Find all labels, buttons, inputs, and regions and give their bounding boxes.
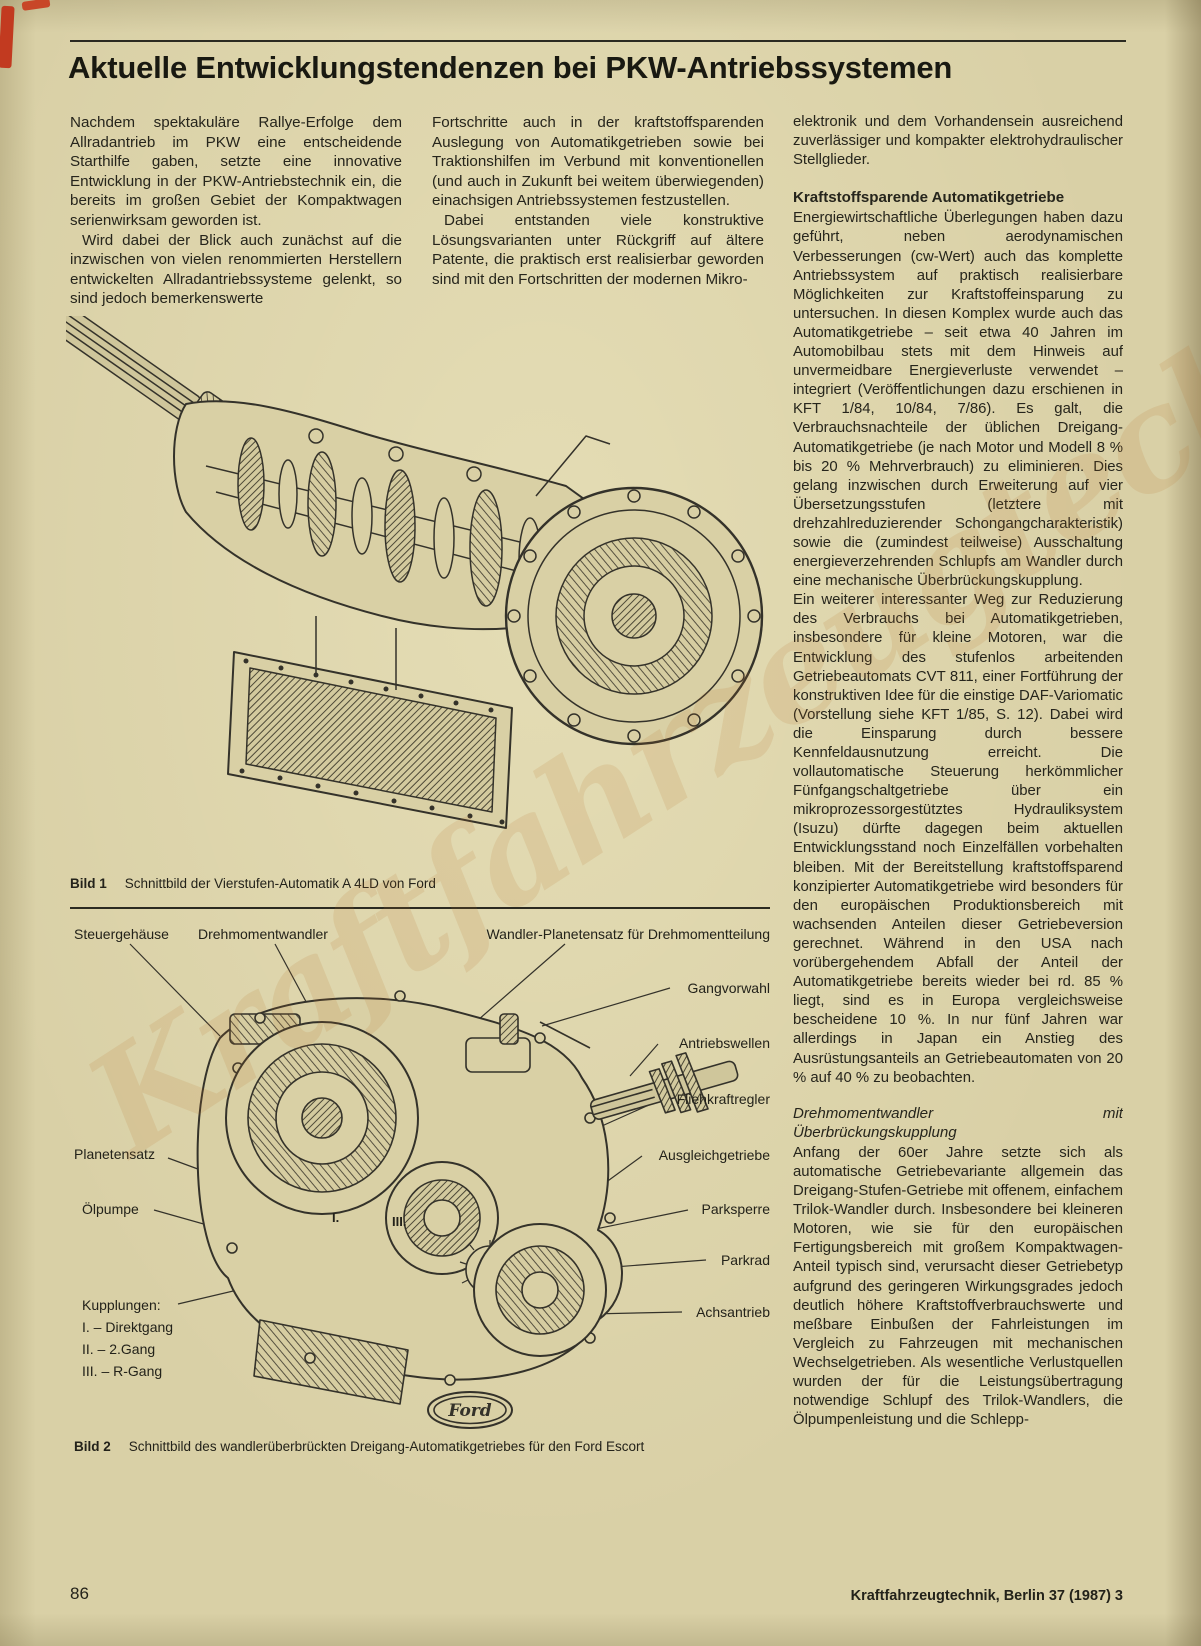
figure-label-fliehkraftregler: Fliehkraftregler	[676, 1091, 770, 1107]
page-number: 86	[70, 1584, 89, 1603]
transaxle-cutaway-illustration: Ford	[129, 943, 739, 1429]
paragraph: Nachdem spektakuläre Rallye-Erfolge dem …	[70, 114, 402, 229]
gear-train	[173, 400, 615, 631]
transmission-cutaway-illustration	[23, 283, 764, 829]
paragraph: Dabei entstanden viele konstruktive Lösu…	[432, 211, 764, 288]
paragraph: Anfang der 60er Jahre setzte sich als au…	[793, 1144, 1123, 1429]
figure-label-ausgleichgetriebe: Ausgleichgetriebe	[658, 1147, 770, 1163]
clutch-legend-title: Kupplungen:	[82, 1297, 161, 1313]
paragraph: Ein weiterer interessanter Weg zur Reduz…	[793, 592, 1123, 1086]
figure-label-parksperre: Parksperre	[701, 1201, 770, 1217]
figure-1: Bild 1 Schnittbild der Vierstufen-Automat…	[23, 283, 772, 906]
figure-label-oelpumpe: Ölpumpe	[82, 1201, 139, 1217]
figure-caption-label: Bild 1	[70, 876, 107, 891]
figure-label-steuergehaeuse: Steuergehäuse	[74, 926, 169, 942]
figure-label-wandler-planetensatz: Wandler-Planetensatz für Drehmomentteilu…	[486, 926, 770, 942]
drawing-mark-III: III.	[392, 1214, 407, 1229]
section-heading: Kraftstoffsparende Automatikgetriebe	[793, 189, 1065, 207]
clutch-legend-item: II. – 2.Gang	[82, 1341, 156, 1357]
paragraph: elektronik und dem Vorhandensein ausreic…	[793, 114, 1123, 169]
oil-pan	[227, 616, 513, 829]
figure-label-gangvorwahl: Gangvorwahl	[687, 980, 771, 996]
clutch-legend: Kupplungen: I. – Direktgang II. – 2.Gang…	[82, 1294, 173, 1382]
paragraph: Energiewirtschaftliche Überlegungen habe…	[793, 210, 1123, 590]
subsection-heading: Drehmomentwandler mit Überbrückungskuppl…	[793, 1104, 1123, 1141]
figure-caption-text: Schnittbild der Vierstufen-Automatik A 4…	[124, 876, 436, 891]
bell-housing	[504, 486, 764, 746]
figure-2: Ford Steuergehäuse Drehmomentwandler Wan…	[70, 918, 772, 1480]
ford-logo	[427, 1391, 513, 1429]
planetary-gearset	[385, 1161, 499, 1275]
figure1-caption: Bild 1 Schnittbild der Vierstufen-Automat…	[70, 876, 436, 891]
differential	[473, 1223, 607, 1357]
figure-divider-rule	[70, 907, 770, 909]
figure-label-antriebswellen: Antriebswellen	[678, 1035, 770, 1051]
article-title: Aktuelle Entwicklungstendenzen bei PKW-A…	[68, 50, 953, 85]
title-rule	[70, 40, 1126, 42]
paragraph: Fortschritte auch in der kraftstoffspare…	[432, 114, 764, 210]
figure2-caption: Bild 2 Schnittbild des wandlerüberbrückte…	[74, 1439, 644, 1454]
figure-label-drehmomentwandler: Drehmomentwandler	[198, 926, 328, 942]
clutch-legend-item: I. – Direktgang	[82, 1319, 174, 1335]
torque-converter	[225, 1021, 419, 1215]
figure-caption-label: Bild 2	[74, 1439, 111, 1454]
intro-column-2: Fortschritte auch in der kraftstoffspare…	[432, 113, 764, 328]
scan-mark-red-vertical	[0, 5, 15, 69]
drawing-mark-I: I.	[332, 1210, 340, 1225]
axle-shaft	[589, 1052, 739, 1120]
figure-label-parkrad: Parkrad	[720, 1252, 770, 1268]
scan-mark-red-dash	[21, 0, 51, 11]
body-column: elektronik und dem Vorhandensein ausreic…	[793, 113, 1123, 1515]
figure-label-achsantrieb: Achsantrieb	[696, 1304, 770, 1320]
journal-footer: Kraftfahrzeugtechnik, Berlin 37 (1987) 3	[850, 1588, 1123, 1604]
figure-label-planetensatz: Planetensatz	[74, 1146, 155, 1162]
paragraph: Wird dabei der Blick auch zunächst auf d…	[70, 231, 402, 308]
intro-column-1: Nachdem spektakuläre Rallye-Erfolge dem …	[70, 113, 402, 328]
figure-caption-text: Schnittbild des wandlerüberbrückten Drei…	[128, 1439, 645, 1454]
clutch-legend-item: III. – R-Gang	[82, 1363, 163, 1379]
ford-logo-text: Ford	[447, 1401, 491, 1421]
